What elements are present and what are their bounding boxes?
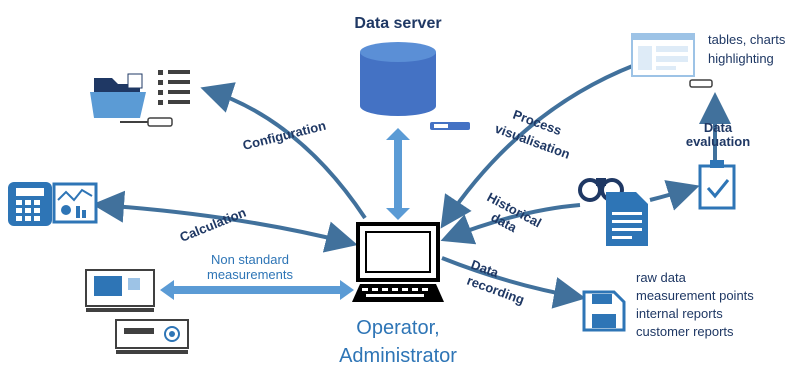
arrows <box>92 63 731 309</box>
arrow-configuration <box>200 82 367 220</box>
highlighting-label: highlighting <box>708 51 774 66</box>
data-server-title: Data server <box>354 15 441 32</box>
measurement-device-icon <box>85 269 155 312</box>
folder-icon <box>90 73 146 118</box>
calculator-icon <box>8 182 52 226</box>
computer-icon <box>352 222 444 302</box>
list-icon <box>158 70 190 105</box>
arrow-data-recording <box>441 256 586 309</box>
evaluation-label-1: Data <box>704 120 733 135</box>
operator-label: Operator, <box>356 317 439 339</box>
tables-charts-label: tables, charts <box>708 32 786 47</box>
report-raw-data: raw data <box>636 270 687 285</box>
non-standard-label-1: Non standard <box>211 252 289 267</box>
calculation-label: Calculation <box>178 205 249 245</box>
report-measurement-points: measurement points <box>636 288 754 303</box>
usb-stick-icon-config <box>120 117 173 127</box>
signal-generator-icon <box>115 319 189 354</box>
clipboard-check-icon <box>698 160 736 210</box>
data-server-icon <box>360 42 470 130</box>
report-customer: customer reports <box>636 324 734 339</box>
chart-screen-icon <box>52 182 98 224</box>
non-standard-label-2: measurements <box>207 267 293 282</box>
arrow-process-visualisation <box>440 63 636 229</box>
arrow-historical-data <box>440 203 581 245</box>
evaluation-label-2: evaluation <box>686 134 750 149</box>
document-icon <box>606 192 648 246</box>
arrow-calculation <box>92 190 351 245</box>
report-internal: internal reports <box>636 306 723 321</box>
arrow-non-standard <box>160 280 354 300</box>
arrow-server-computer <box>386 128 410 220</box>
floppy-disk-icon <box>582 290 626 332</box>
configuration-label: Configuration <box>241 118 327 153</box>
administrator-label: Administrator <box>339 345 457 367</box>
visualisation-window-icon <box>631 33 713 88</box>
arrow-documents-to-clipboard <box>649 180 700 211</box>
